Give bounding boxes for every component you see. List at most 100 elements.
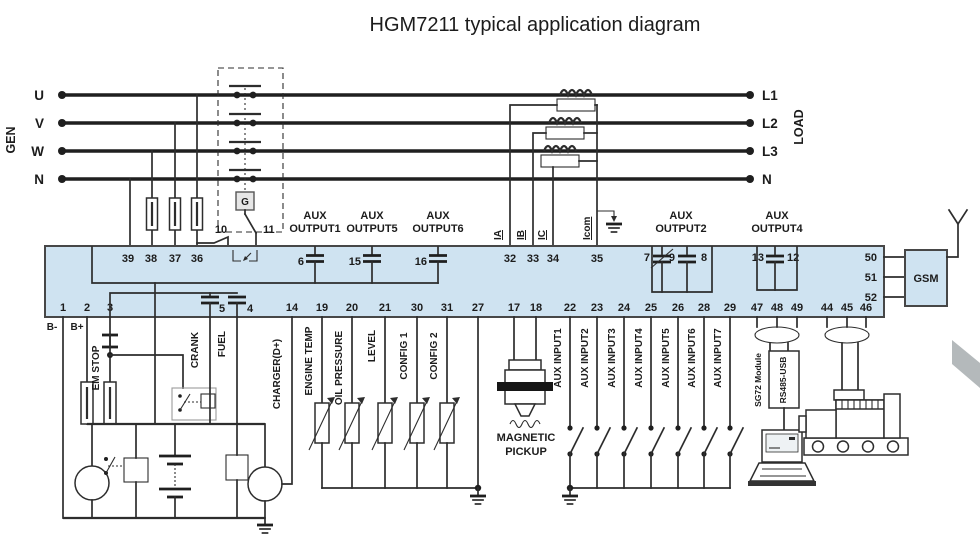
terminal-18: 18 bbox=[530, 302, 542, 314]
laptop-icon bbox=[748, 429, 816, 486]
terminal-2: 2 bbox=[84, 302, 90, 314]
battery-neg-label: B- bbox=[47, 322, 58, 333]
aux-output5-label-b: OUTPUT5 bbox=[346, 223, 397, 235]
battery-pos-label: B+ bbox=[70, 322, 83, 333]
terminal-6: 6 bbox=[298, 256, 304, 268]
genset-connection bbox=[798, 316, 909, 456]
terminal-9: 9 bbox=[669, 252, 675, 264]
aux-input7-label: AUX INPUT7 bbox=[713, 328, 724, 388]
aux-input2-label: AUX INPUT2 bbox=[580, 328, 591, 388]
page-title: HGM7211 typical application diagram bbox=[370, 14, 701, 36]
charger-label: CHARGER(D+) bbox=[272, 339, 283, 409]
fuse-icon bbox=[145, 197, 204, 231]
starter-solenoid-contact-icon bbox=[104, 456, 124, 475]
terminal-36: 36 bbox=[191, 253, 203, 265]
terminal-17: 17 bbox=[508, 302, 520, 314]
aux-input1-label: AUX INPUT1 bbox=[553, 328, 564, 388]
aux-output6-label-b: OUTPUT6 bbox=[412, 223, 463, 235]
crank-fuel-contacts bbox=[109, 292, 246, 318]
terminal-45: 45 bbox=[841, 302, 853, 314]
magnetic-pickup-icon bbox=[497, 359, 553, 429]
engine-dc-circuit: B- B+ EM STOP CRANK FUEL CHARGER(D+) bbox=[47, 316, 293, 535]
terminal-8: 8 bbox=[701, 252, 707, 264]
ground-icon bbox=[560, 487, 580, 506]
aux-input6-label: AUX INPUT6 bbox=[687, 328, 698, 388]
pickup-label-line2: PICKUP bbox=[505, 446, 547, 458]
sg72-module-label: SG72 Module bbox=[753, 353, 763, 407]
magnetic-pickup: MAGNETIC PICKUP bbox=[497, 316, 556, 458]
terminal-25: 25 bbox=[645, 302, 657, 314]
relay-contact-icon bbox=[306, 246, 324, 284]
terminal-48: 48 bbox=[771, 302, 783, 314]
terminal-26: 26 bbox=[672, 302, 684, 314]
terminal-1: 1 bbox=[60, 302, 66, 314]
aux-output4-label-b: OUTPUT4 bbox=[751, 223, 803, 235]
aux-output2-label-b: OUTPUT2 bbox=[655, 223, 706, 235]
terminal-30: 30 bbox=[411, 302, 423, 314]
crank-label: CRANK bbox=[190, 331, 201, 368]
em-stop-button-icon bbox=[102, 333, 118, 349]
crank-relay-icon bbox=[171, 387, 217, 421]
terminal-32: 32 bbox=[504, 253, 516, 265]
load-l1-label: L1 bbox=[762, 88, 778, 103]
terminal-5: 5 bbox=[219, 303, 225, 315]
load-l3-label: L3 bbox=[762, 144, 778, 159]
terminal-10: 10 bbox=[215, 224, 227, 236]
aux-output-labels: AUX OUTPUT1 AUX OUTPUT5 AUX OUTPUT6 AUX … bbox=[289, 210, 803, 235]
cable-loop-icon bbox=[754, 326, 800, 344]
terminal-37: 37 bbox=[169, 253, 181, 265]
aux-input4-label: AUX INPUT4 bbox=[634, 328, 645, 388]
fuel-label: FUEL bbox=[217, 331, 228, 357]
terminal-28: 28 bbox=[698, 302, 710, 314]
ct-ib-label: IB bbox=[516, 230, 527, 240]
load-l2-label: L2 bbox=[762, 116, 778, 131]
terminal-16: 16 bbox=[415, 256, 427, 268]
terminal-24: 24 bbox=[618, 302, 631, 314]
terminal-4: 4 bbox=[247, 303, 254, 315]
voltage-sense-drops bbox=[129, 94, 204, 247]
terminal-13: 13 bbox=[752, 252, 764, 264]
terminal-29: 29 bbox=[724, 302, 736, 314]
ground-icon bbox=[597, 210, 624, 234]
terminal-7: 7 bbox=[644, 252, 650, 264]
terminal-38: 38 bbox=[145, 253, 157, 265]
pickup-label-line1: MAGNETIC bbox=[497, 432, 556, 444]
terminal-21: 21 bbox=[379, 302, 391, 314]
load-label: LOAD bbox=[792, 109, 806, 144]
aux-output2-label-a: AUX bbox=[669, 210, 693, 222]
terminal-50: 50 bbox=[865, 252, 877, 264]
internal-relay-icon bbox=[232, 250, 258, 262]
controller-panel bbox=[44, 245, 885, 318]
phase-u-label: U bbox=[34, 88, 44, 103]
terminal-39: 39 bbox=[122, 253, 134, 265]
ground-icon bbox=[255, 517, 275, 535]
ct-coil-icon bbox=[542, 144, 578, 154]
aux-input-switches: AUX INPUT1 AUX INPUT2 AUX INPUT3 AUX INP… bbox=[553, 316, 744, 506]
aux-input3-label: AUX INPUT3 bbox=[607, 328, 618, 388]
terminal-20: 20 bbox=[346, 302, 358, 314]
load-n-label: N bbox=[762, 172, 772, 187]
terminal-33: 33 bbox=[527, 253, 539, 265]
terminal-49: 49 bbox=[791, 302, 803, 314]
antenna-icon bbox=[946, 208, 969, 258]
level-label: LEVEL bbox=[367, 330, 378, 362]
phase-n-label: N bbox=[34, 172, 44, 187]
contactor-assembly: G 10 11 bbox=[196, 67, 284, 247]
comm-interface: SG72 Module RS485-USB bbox=[748, 316, 816, 486]
gen-label: GEN bbox=[4, 126, 18, 153]
ground-icon bbox=[468, 487, 488, 506]
aux-output-contacts bbox=[91, 246, 447, 425]
aux-output1-label-a: AUX bbox=[303, 210, 327, 222]
ct-ic-label: IC bbox=[537, 230, 548, 240]
terminal-19: 19 bbox=[316, 302, 328, 314]
terminal-27: 27 bbox=[472, 302, 484, 314]
aux-output1-label-b: OUTPUT1 bbox=[289, 223, 340, 235]
engine-temp-label: ENGINE TEMP bbox=[304, 326, 315, 395]
terminal-51: 51 bbox=[865, 272, 877, 284]
current-transformers: IA IB IC Icom bbox=[493, 88, 624, 247]
phase-v-label: V bbox=[35, 116, 44, 131]
relay-contact-icon bbox=[429, 246, 447, 284]
analog-sensors: ENGINE TEMP OIL PRESSURE LEVEL CONFIG 1 … bbox=[304, 316, 488, 506]
page-curl-artifact bbox=[952, 340, 980, 388]
terminal-46: 46 bbox=[860, 302, 872, 314]
